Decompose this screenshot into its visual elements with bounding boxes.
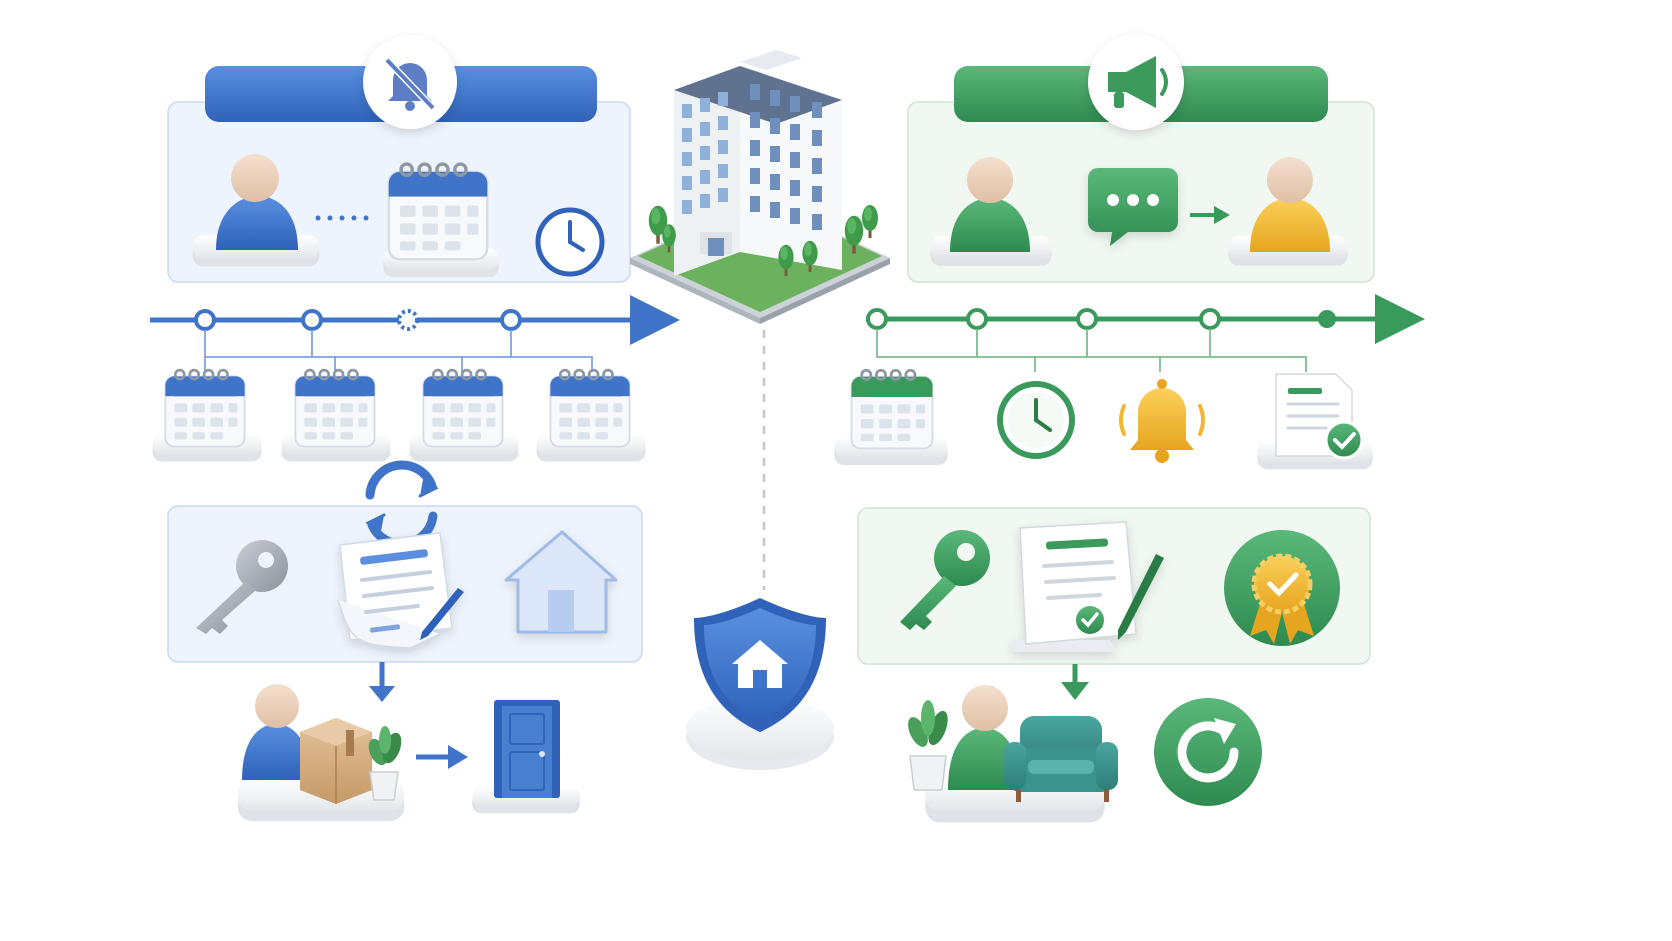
left-notice-panel xyxy=(167,35,631,283)
shield-house-icon xyxy=(686,598,834,770)
approval-badge-icon xyxy=(1224,530,1340,646)
tenant-person-icon xyxy=(930,157,1052,266)
calendar-icon xyxy=(834,368,948,465)
armchair-icon xyxy=(1004,716,1118,802)
calendar-icon xyxy=(281,368,391,462)
megaphone-icon xyxy=(1088,34,1184,130)
clock-icon xyxy=(535,207,605,277)
bell-icon xyxy=(1119,379,1205,463)
tenant-person-icon xyxy=(242,684,310,780)
calendar-icon xyxy=(152,368,262,462)
dotted-connector xyxy=(315,215,369,221)
right-movein-group xyxy=(908,685,1118,823)
timeline-node xyxy=(500,309,522,331)
timeline-node xyxy=(866,308,888,330)
right-arrow xyxy=(416,745,468,769)
door-icon xyxy=(472,700,580,814)
contract-icon xyxy=(337,532,464,649)
bell-off-icon xyxy=(363,35,457,129)
plant-icon xyxy=(908,700,948,791)
left-handover-panel xyxy=(167,460,643,663)
renew-icon xyxy=(1154,698,1262,806)
timeline-node xyxy=(194,309,216,331)
calendar-icon xyxy=(409,368,519,462)
key-icon xyxy=(900,530,990,630)
moving-box-icon xyxy=(300,718,372,804)
chat-bubble-icon xyxy=(1088,168,1178,246)
key-icon xyxy=(196,540,288,634)
left-timeline xyxy=(150,295,680,462)
down-arrow xyxy=(369,662,395,702)
new-tenant-person-icon xyxy=(1228,157,1348,266)
timeline-node xyxy=(966,308,988,330)
plant-icon xyxy=(368,726,402,801)
timeline-node xyxy=(1076,308,1098,330)
tenant-person-icon xyxy=(948,685,1020,790)
timeline-node xyxy=(1199,308,1221,330)
house-icon xyxy=(504,530,618,634)
document-check-icon xyxy=(1257,373,1373,470)
calendar-icon xyxy=(536,368,646,462)
calendar-icon xyxy=(383,162,499,278)
clock-icon xyxy=(997,381,1075,459)
right-timeline xyxy=(834,294,1425,470)
down-arrow xyxy=(1061,664,1089,700)
timeline-node xyxy=(301,309,323,331)
right-notice-panel xyxy=(907,34,1375,283)
right-signing-panel xyxy=(857,507,1371,665)
apartment-building-icon xyxy=(630,50,890,324)
handover-arrow xyxy=(1190,206,1230,224)
signed-contract-icon xyxy=(1010,521,1164,652)
left-moveout-group xyxy=(237,684,405,822)
timeline-node xyxy=(397,309,419,331)
timeline-node-current xyxy=(1318,310,1336,328)
tenant-person-icon xyxy=(192,154,320,267)
